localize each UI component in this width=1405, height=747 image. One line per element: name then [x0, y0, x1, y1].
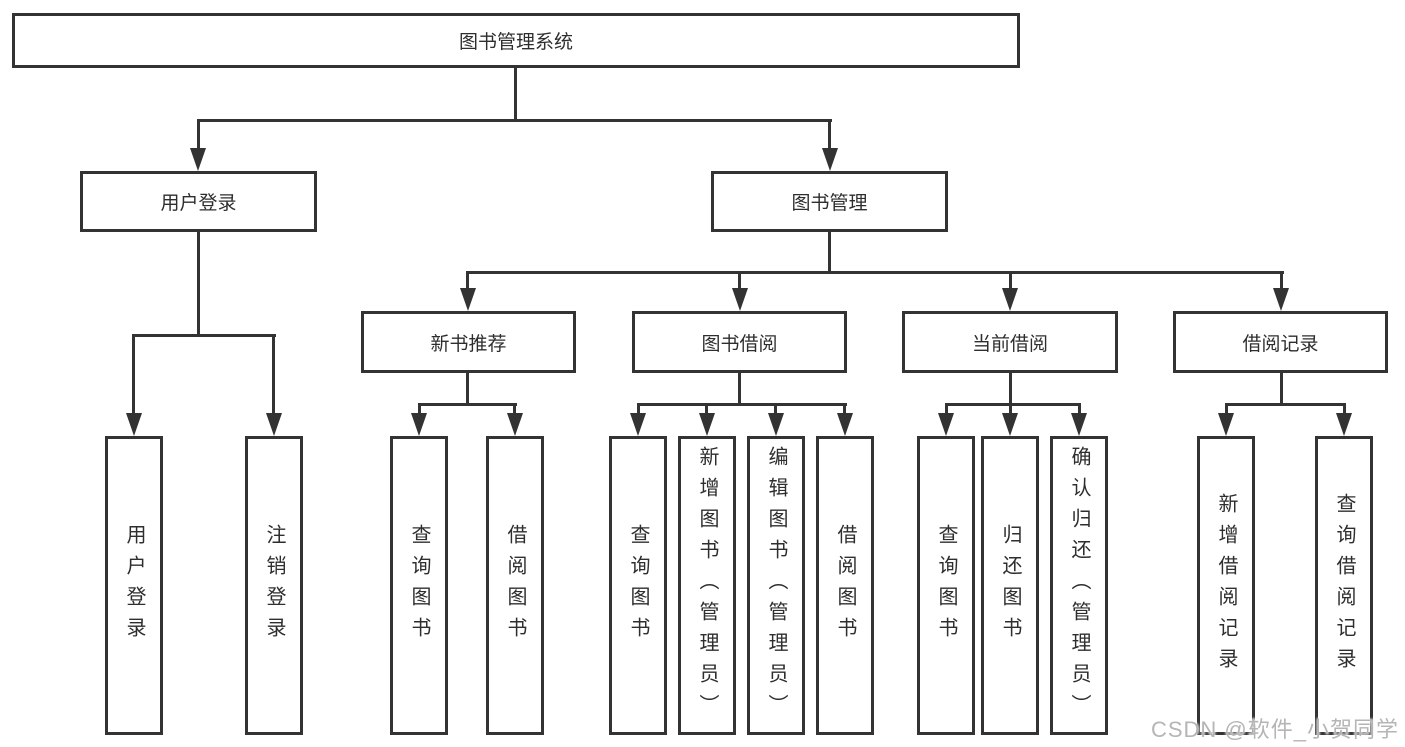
connector-borrow-stem [738, 373, 741, 406]
node-book-management: 图书管理 [711, 171, 948, 232]
leaf-logout: 注销登录 [245, 436, 303, 735]
arrow-down-icon [1218, 413, 1234, 436]
arrow-down-icon [411, 413, 427, 436]
arrow-down-icon [938, 413, 954, 436]
arrow-down-icon [126, 413, 142, 436]
connector-drop [1078, 403, 1081, 414]
csdn-watermark: CSDN @软件_小贺同学 [1150, 717, 1399, 742]
connector-drop [738, 271, 741, 290]
connector-borrow-rail [637, 403, 847, 406]
leaf-user-login: 用户登录 [105, 436, 163, 735]
leaf-label: 注销登录 [263, 523, 285, 648]
arrow-down-icon [699, 413, 715, 436]
node-library-system: 图书管理系统 [12, 13, 1020, 68]
leaf-label: 新增借阅记录 [1215, 492, 1237, 679]
leaf-query-books-3: 查询图书 [917, 436, 975, 735]
connector-drop [132, 334, 135, 414]
leaf-label: 查询图书 [408, 523, 430, 648]
connector-bookmgmt-rail [467, 271, 1284, 274]
arrow-down-icon [1273, 288, 1289, 311]
connector-drop [1225, 403, 1228, 414]
leaf-label: 查询图书 [627, 523, 649, 648]
leaf-label: 用户登录 [123, 523, 145, 648]
leaf-label: 编辑图书（管理员） [765, 446, 787, 725]
connector-newbook-rail [418, 403, 517, 406]
connector-drop [843, 403, 846, 414]
connector-drop [1280, 271, 1283, 290]
arrow-down-icon [630, 413, 646, 436]
arrow-down-icon [507, 413, 523, 436]
connector-drop [1009, 271, 1012, 290]
leaf-label: 借阅图书 [834, 523, 856, 648]
arrow-down-icon [732, 288, 748, 311]
node-borrow-records: 借阅记录 [1173, 311, 1388, 373]
connector-drop [1343, 403, 1346, 414]
leaf-label: 归还图书 [999, 523, 1021, 648]
leaf-return-book: 归还图书 [981, 436, 1039, 735]
connector-newbook-stem [466, 373, 469, 406]
leaf-label: 查询借阅记录 [1333, 492, 1355, 679]
arrow-down-icon [460, 288, 476, 311]
arrow-down-icon [1002, 413, 1018, 436]
leaf-add-borrow-record: 新增借阅记录 [1197, 436, 1255, 735]
node-book-borrow: 图书借阅 [632, 311, 847, 373]
leaf-edit-book-admin: 编辑图书（管理员） [747, 436, 805, 735]
connector-bookmgmt-stem [828, 232, 831, 274]
connector-drop [513, 403, 516, 414]
leaf-borrow-books-2: 借阅图书 [816, 436, 874, 735]
connector-drop [945, 403, 948, 414]
leaf-borrow-books-1: 借阅图书 [486, 436, 544, 735]
node-user-login-group: 用户登录 [80, 171, 317, 232]
leaf-label: 借阅图书 [504, 523, 526, 648]
leaf-query-books-1: 查询图书 [390, 436, 448, 735]
connector-drop [466, 271, 469, 290]
connector-drop [272, 334, 275, 414]
connector-userlogin-stem [197, 232, 200, 337]
arrow-down-icon [837, 413, 853, 436]
arrow-down-icon [1336, 413, 1352, 436]
connector-drop [828, 119, 831, 149]
arrow-down-icon [1071, 413, 1087, 436]
node-new-book-recommend: 新书推荐 [361, 311, 576, 373]
arrow-down-icon [266, 413, 282, 436]
leaf-label: 查询图书 [935, 523, 957, 648]
connector-drop [705, 403, 708, 414]
node-current-borrow: 当前借阅 [902, 311, 1118, 373]
leaf-label: 确认归还（管理员） [1068, 446, 1090, 725]
connector-drop [197, 119, 200, 149]
leaf-confirm-return-admin: 确认归还（管理员） [1050, 436, 1108, 735]
leaf-label: 新增图书（管理员） [696, 446, 718, 725]
connector-drop [1009, 403, 1012, 414]
connector-drop [637, 403, 640, 414]
leaf-add-book-admin: 新增图书（管理员） [678, 436, 736, 735]
arrow-down-icon [190, 148, 206, 171]
connector-root-rail [197, 119, 832, 122]
connector-current-rail [945, 403, 1081, 406]
arrow-down-icon [822, 148, 838, 171]
connector-records-stem [1280, 373, 1283, 406]
connector-userlogin-rail [133, 334, 276, 337]
connector-current-stem [1009, 373, 1012, 406]
arrow-down-icon [1002, 288, 1018, 311]
leaf-query-borrow-record: 查询借阅记录 [1315, 436, 1373, 735]
leaf-query-books-2: 查询图书 [609, 436, 667, 735]
connector-root-stem [514, 68, 517, 122]
arrow-down-icon [768, 413, 784, 436]
connector-records-rail [1225, 403, 1346, 406]
connector-drop [418, 403, 421, 414]
connector-drop [774, 403, 777, 414]
